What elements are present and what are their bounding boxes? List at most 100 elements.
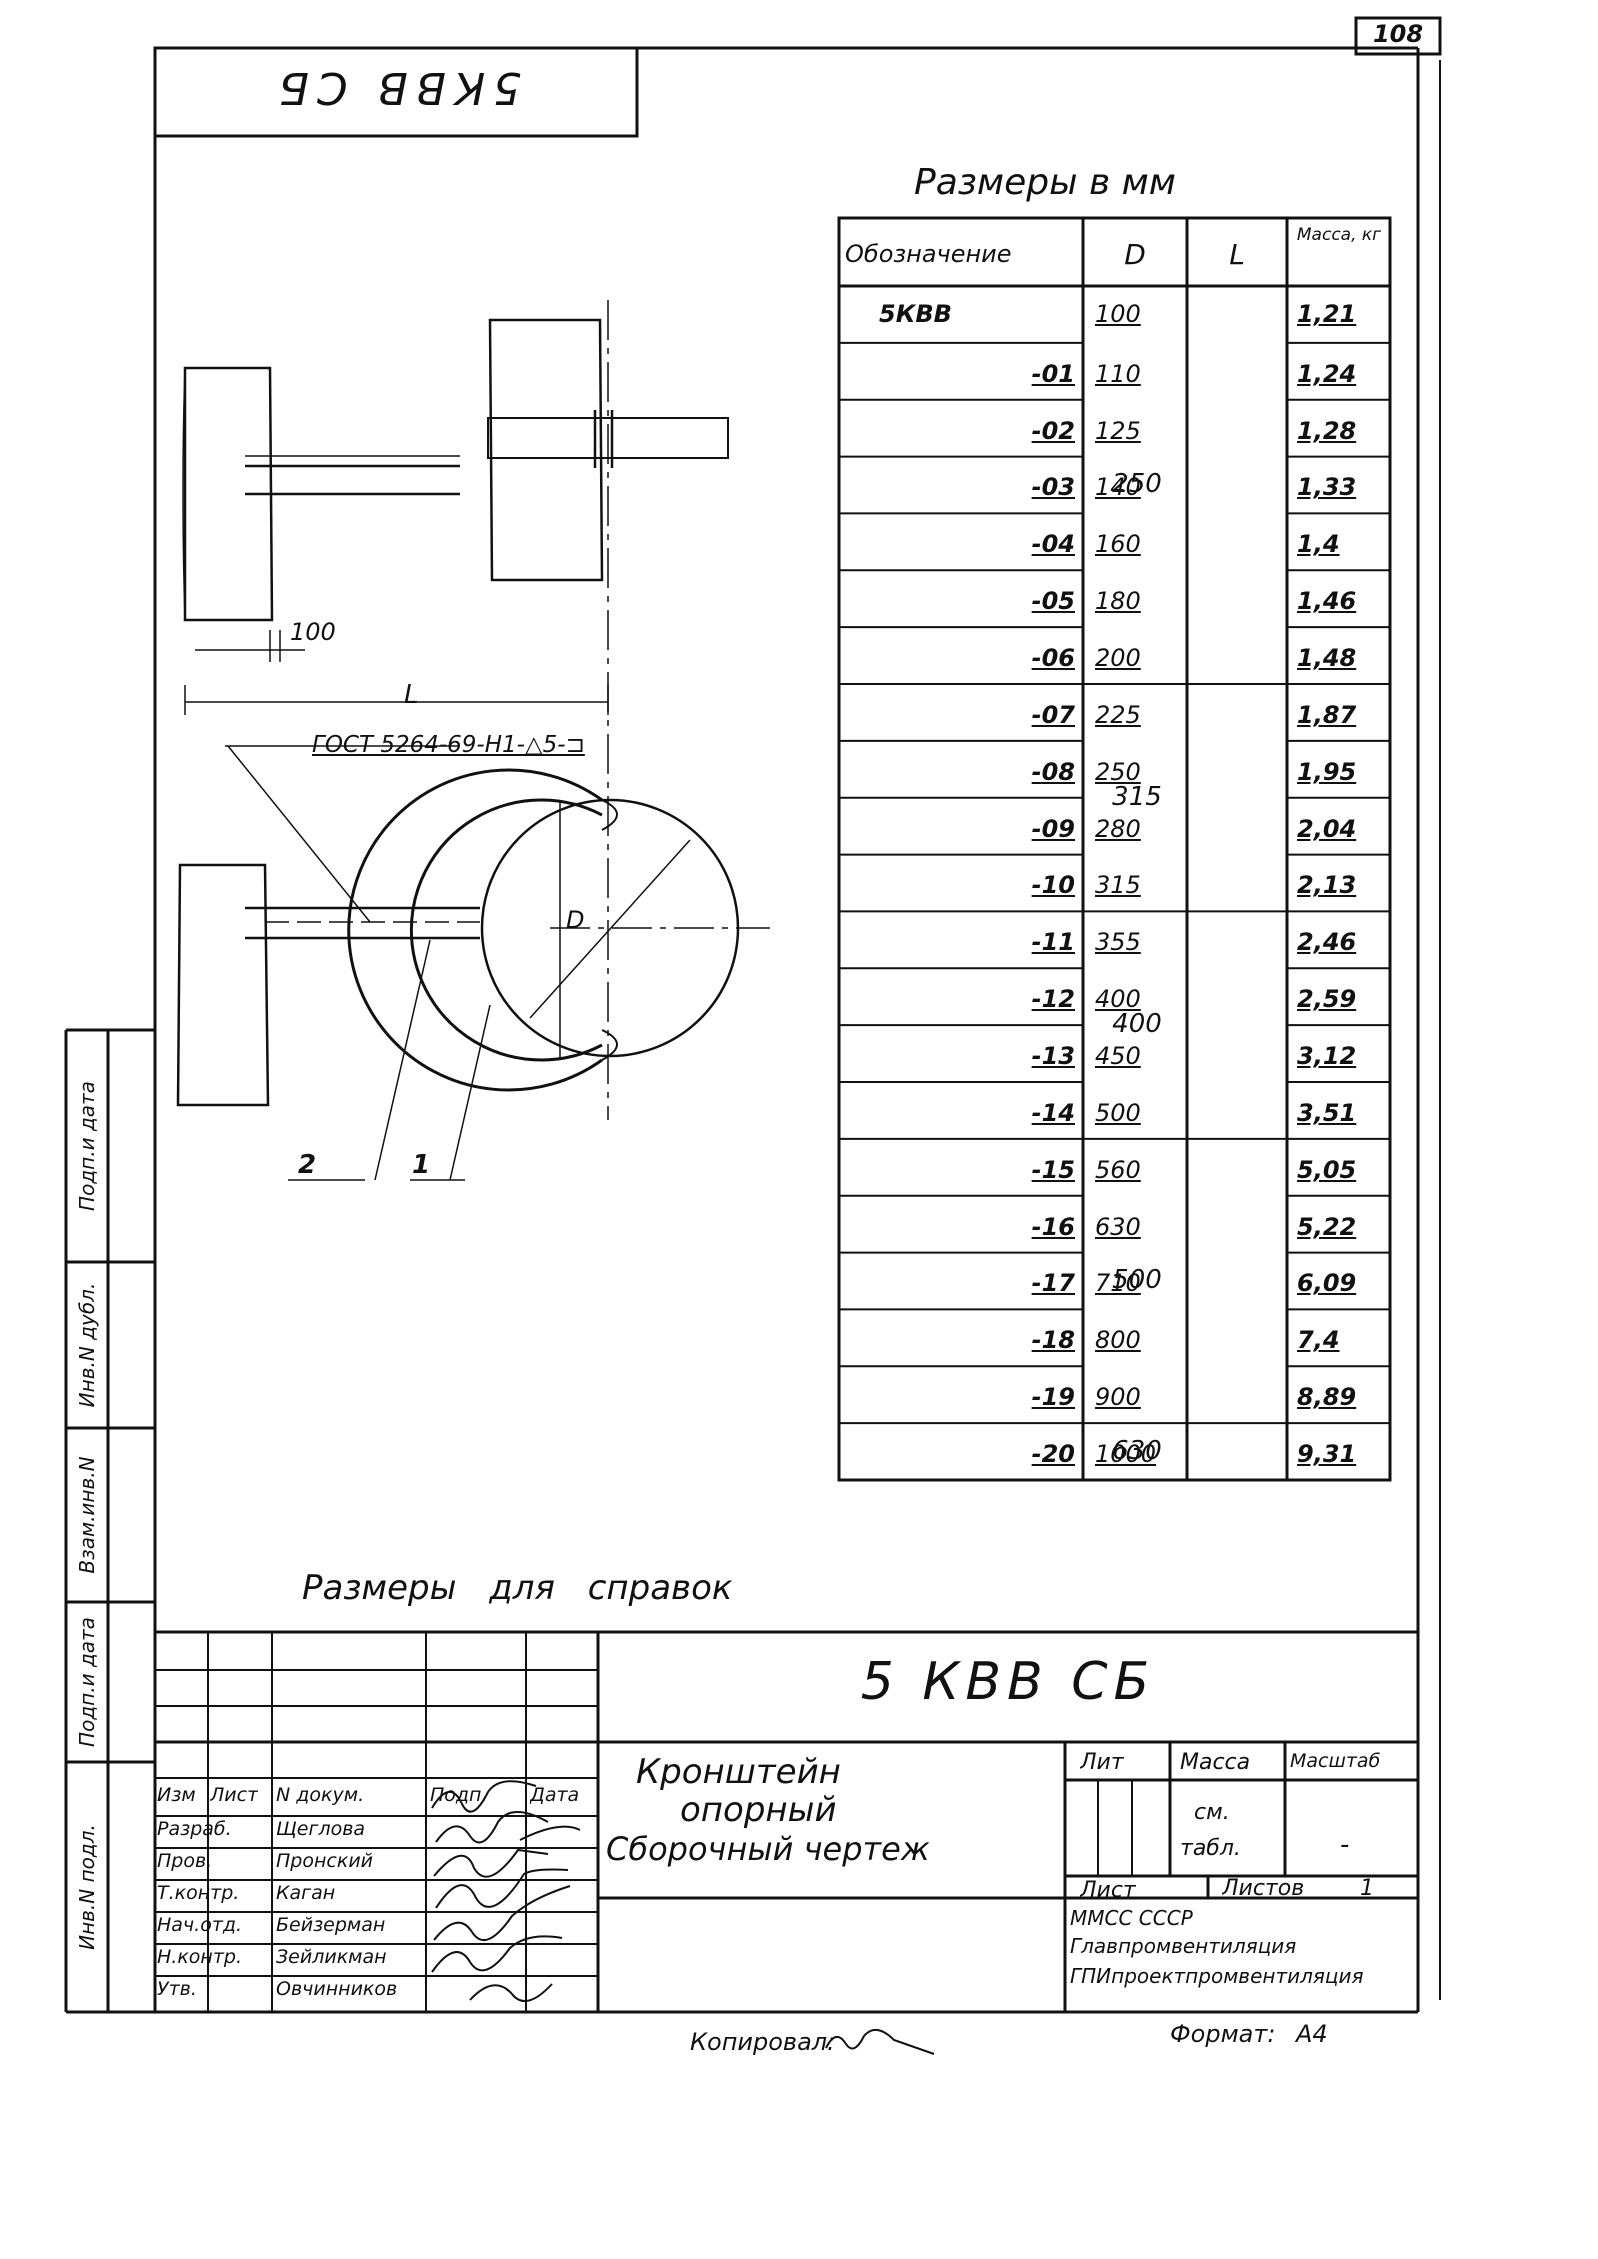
sheet-number: 108	[1372, 20, 1424, 48]
cell-d: 1000	[1095, 1439, 1157, 1468]
stamp-listov-label: Листов	[1222, 1876, 1305, 1901]
cell-designation: -05	[1031, 587, 1075, 616]
cell-designation: -12	[1031, 985, 1075, 1014]
cell-d: 560	[1095, 1155, 1141, 1184]
stamp-role: Утв.	[157, 1978, 197, 2000]
footer-format-label: Формат:	[1170, 2020, 1276, 2048]
stamp-listov-value: 1	[1360, 1876, 1374, 1901]
cell-l-group: 315	[1112, 781, 1162, 812]
cell-mass: 2,46	[1297, 928, 1357, 957]
header-mass: Масса, кг	[1296, 225, 1382, 245]
cell-mass: 1,28	[1297, 416, 1357, 445]
footer-format-value: А4	[1296, 2020, 1328, 2048]
table-row: -05 180 1,46	[839, 570, 1390, 627]
weld-note: ГОСТ 5264-69-Н1-△5-⊐	[312, 732, 585, 758]
title-line-3: Сборочный чертеж	[606, 1830, 930, 1868]
cell-d: 400	[1095, 985, 1141, 1014]
cell-d: 630	[1095, 1212, 1141, 1241]
stamp-name: Щеглова	[276, 1818, 366, 1840]
signatures	[431, 1780, 581, 2003]
stamp-header-ndoc: N докум.	[276, 1784, 365, 1806]
cell-d: 900	[1095, 1383, 1141, 1412]
cell-d: 160	[1095, 530, 1141, 559]
cell-designation: -15	[1031, 1155, 1075, 1184]
cell-l-group: 500	[1112, 1265, 1162, 1295]
pipe-top-view	[488, 318, 604, 582]
cell-mass: 5,22	[1297, 1212, 1357, 1241]
cell-mass: 5,05	[1297, 1155, 1357, 1184]
side-label-inv-podl: Инв.N подл.	[75, 1824, 99, 1950]
table-row: -15 560 5,05	[839, 1139, 1390, 1196]
cell-mass: 1,46	[1297, 587, 1357, 616]
stamp-role: Н.контр.	[157, 1946, 243, 1968]
stamp-name: Овчинников	[276, 1978, 398, 2000]
table-title: Размеры в мм	[914, 162, 1176, 203]
clamp	[347, 768, 603, 1092]
title-line-1: Кронштейн	[636, 1752, 841, 1792]
stamp-org-line-1: ММСС СССР	[1070, 1906, 1193, 1930]
cell-d: 710	[1095, 1269, 1141, 1298]
cell-d: 280	[1095, 814, 1141, 843]
cell-mass: 9,31	[1297, 1439, 1357, 1468]
side-label-inv-dubl: Инв.N дубл.	[75, 1282, 99, 1408]
stamp-name: Зейликман	[276, 1946, 387, 1968]
stamp-header-data: Дата	[530, 1784, 580, 1806]
cell-designation: -01	[1031, 359, 1075, 388]
stamp-mass-value-2: табл.	[1180, 1836, 1241, 1861]
stamp-scale-label: Масштаб	[1290, 1750, 1381, 1772]
title-line-2: опорный	[680, 1790, 837, 1830]
cell-d: 110	[1095, 359, 1141, 388]
cell-d: 250	[1095, 757, 1141, 786]
cell-d: 100	[1095, 300, 1141, 328]
technical-drawing	[176, 300, 770, 1181]
cell-designation: -17	[1031, 1269, 1075, 1298]
side-label-vzam-inv: Взам.инв.N	[75, 1456, 99, 1574]
cell-designation: -11	[1031, 928, 1075, 957]
cell-mass: 1,87	[1297, 700, 1357, 729]
cell-mass: 3,51	[1297, 1098, 1357, 1127]
stamp-org-line-2: Главпромвентиляция	[1070, 1934, 1297, 1958]
cell-d: 450	[1095, 1041, 1141, 1070]
stamp-name: Пронский	[276, 1850, 374, 1872]
top-stamp: 5КВВ СБ	[270, 62, 522, 113]
stamp-list-label: Лист	[1080, 1878, 1136, 1903]
stamp-name: Каган	[276, 1882, 336, 1904]
stamp-role: Т.контр.	[157, 1882, 240, 1904]
stamp-role: Пров.	[157, 1850, 213, 1872]
copied-signature	[822, 2024, 962, 2064]
stamp-header-podp: Подп.	[430, 1784, 488, 1806]
cell-mass: 2,04	[1297, 814, 1357, 843]
cell-mass: 1,24	[1297, 359, 1357, 388]
cell-d: 315	[1095, 871, 1141, 900]
cell-mass: 3,12	[1297, 1041, 1357, 1070]
cell-designation: -14	[1031, 1098, 1075, 1127]
table-row: -01 110 1,24	[839, 343, 1390, 400]
header-d: D	[1124, 238, 1146, 271]
stamp-org-line-3: ГПИпроектпромвентиляция	[1070, 1964, 1364, 1988]
reference-note: Размеры для справок	[302, 1568, 733, 1608]
cell-designation: -18	[1031, 1326, 1075, 1355]
cell-designation: -02	[1031, 416, 1075, 445]
side-label-podp-data-1: Подп.и дата	[75, 1617, 99, 1747]
cell-d: 800	[1095, 1326, 1141, 1355]
table-row: -17 710 6,09	[839, 1253, 1390, 1310]
cell-mass: 1,4	[1297, 530, 1340, 559]
cell-mass: 6,09	[1297, 1269, 1357, 1298]
cell-l-group: 250	[1112, 469, 1162, 499]
cell-d: 180	[1095, 587, 1141, 616]
